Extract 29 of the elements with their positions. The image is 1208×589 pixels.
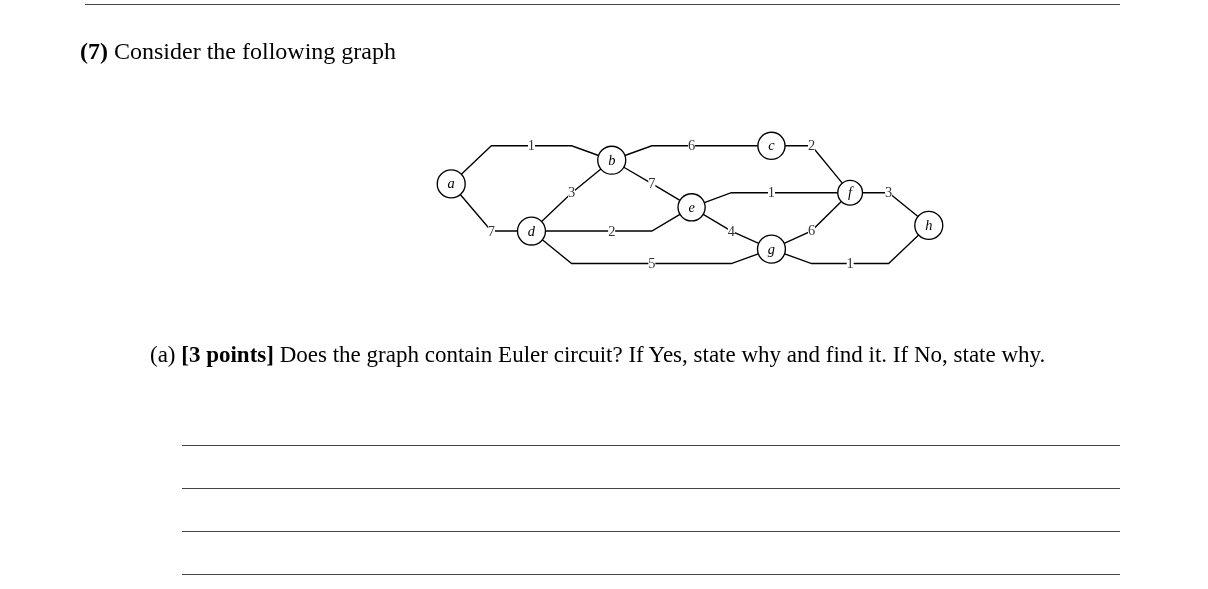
edge-label: 2 [807, 137, 816, 153]
question-heading: (7) Consider the following graph [80, 38, 396, 65]
edge-label: 5 [648, 255, 656, 271]
edge-label: 3 [568, 184, 576, 200]
edge-label: 6 [807, 222, 816, 238]
node-circle: b [597, 145, 627, 175]
node-circle: d [516, 216, 547, 246]
connector [702, 213, 760, 244]
edge-label: 7 [487, 222, 495, 238]
edge-label: 1 [767, 184, 776, 200]
edge-label: 6 [687, 137, 696, 153]
edge-label: 1 [846, 255, 854, 271]
node-circle: e [677, 192, 706, 222]
edge-label: 2 [608, 222, 616, 238]
node-circle: f [837, 179, 864, 206]
question-text: (a) [3 points] Does the graph contain Euler circuit? If Yes, state why and find it. If No, state why. [150, 341, 1047, 369]
edge-label: 4 [727, 222, 735, 238]
node-circle: c [757, 131, 786, 160]
edge-label: 7 [648, 175, 656, 191]
node-circle: g [756, 234, 787, 264]
edge-label: 1 [527, 137, 536, 153]
connector [540, 168, 602, 222]
connector [623, 166, 681, 201]
connector [541, 238, 759, 264]
edge-label: 3 [885, 184, 893, 200]
connector [783, 200, 842, 244]
node-circle: h [914, 210, 944, 240]
connector [783, 234, 920, 264]
node-circle: a [436, 168, 466, 199]
